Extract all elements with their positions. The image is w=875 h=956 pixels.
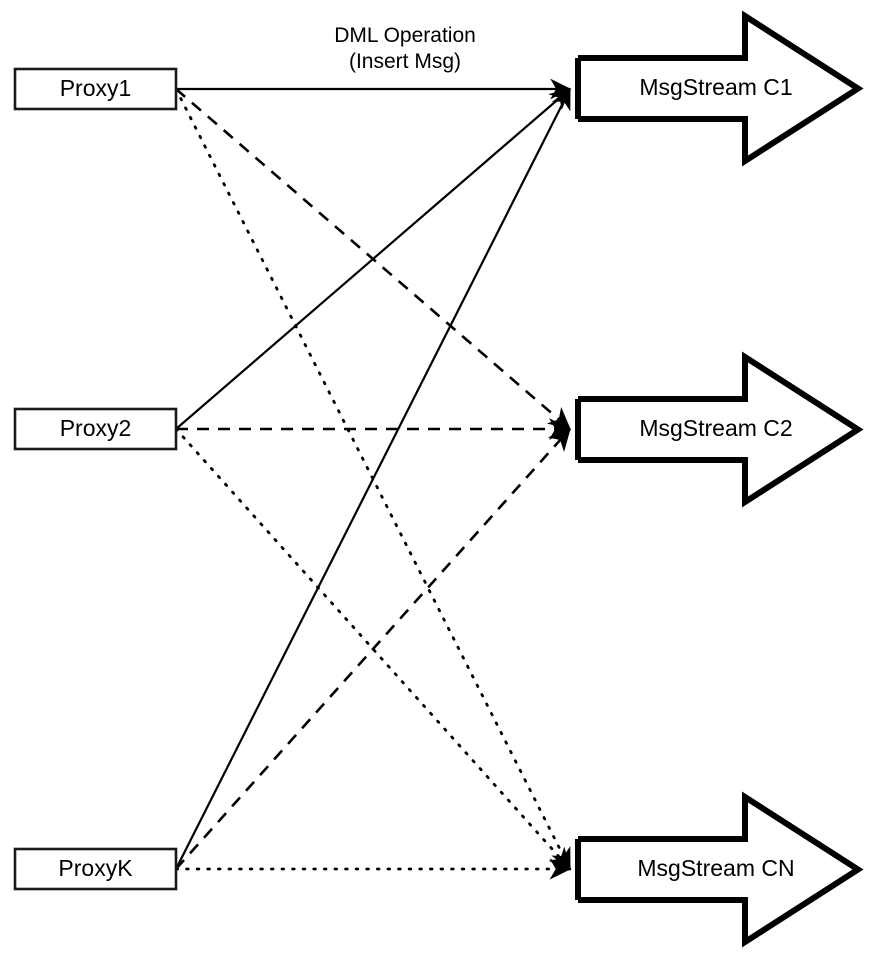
- proxy-node-proxyk[interactable]: ProxyK: [13, 847, 178, 891]
- proxy-node-proxy2[interactable]: Proxy2: [13, 407, 178, 451]
- msgstream-arrow-shape-stream_c1[interactable]: [578, 10, 864, 167]
- proxy-label-proxy2: Proxy2: [60, 415, 132, 441]
- msgstream-arrow-shape-stream_c2[interactable]: [578, 351, 864, 508]
- proxy-box-proxy2[interactable]: [13, 407, 178, 451]
- msgstream-label-stream_c1: MsgStream C1: [639, 74, 792, 100]
- links-layer: [174, 78, 572, 880]
- proxy-label-proxyk: ProxyK: [58, 855, 133, 881]
- link-proxyk-to-c2: [175, 428, 571, 870]
- msgstream-node-stream_c1[interactable]: MsgStream C1: [575, 10, 864, 167]
- msgstream-arrow-shape-stream_cn[interactable]: [578, 791, 864, 948]
- proxy-node-proxy1[interactable]: Proxy1: [13, 67, 178, 111]
- msgstream-node-stream_c2[interactable]: MsgStream C2: [575, 351, 864, 508]
- proxy-box-proxy1[interactable]: [13, 67, 178, 111]
- proxy-label-proxy1: Proxy1: [60, 75, 132, 101]
- dml-operation-subtitle: (Insert Msg): [349, 50, 461, 73]
- proxy-box-proxyk[interactable]: [13, 847, 178, 891]
- dml-operation-label: DML Operation (Insert Msg): [334, 24, 476, 73]
- msgstream-label-stream_c2: MsgStream C2: [639, 415, 792, 441]
- link-proxyk-to-c1: [175, 88, 571, 870]
- link-proxy2-to-c1: [175, 88, 571, 430]
- dml-operation-title: DML Operation: [334, 24, 476, 47]
- msgstream-node-stream_cn[interactable]: MsgStream CN: [575, 791, 864, 948]
- msgstream-label-stream_cn: MsgStream CN: [637, 855, 794, 881]
- streams-layer: MsgStream C1 MsgStream C2 MsgStream CN: [575, 10, 864, 948]
